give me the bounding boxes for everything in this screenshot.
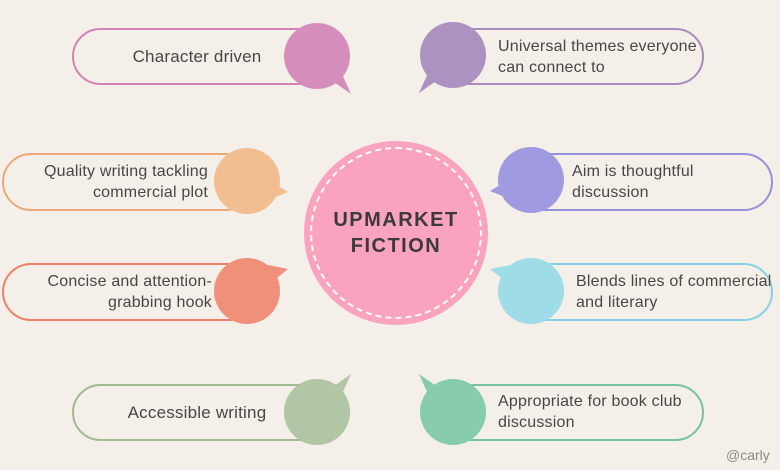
speech-tail-icon [268, 180, 288, 200]
speech-tail-icon [268, 265, 288, 285]
speech-bubble-icon [214, 258, 288, 324]
bubble-blends-commercial-literary: Blends lines of commercial and literary [490, 258, 780, 330]
bubble-label: Universal themes everyone can connect to [498, 38, 697, 76]
speech-tail-icon [331, 374, 351, 394]
speech-tail-icon [490, 179, 510, 199]
bubble-accessible-writing: Accessible writing [72, 374, 351, 451]
bubble-universal-themes: Universal themes everyone can connect to [419, 22, 704, 94]
bubble-label: Quality writing tackling commercial plot [44, 163, 208, 201]
center-title: UPMARKET FICTION [333, 207, 458, 259]
speech-bubble-icon [490, 258, 564, 324]
bubble-label: Appropriate for book club discussion [498, 393, 682, 431]
bubble-label: Accessible writing [127, 403, 267, 422]
speech-bubble-icon [419, 22, 486, 93]
bubble-aim-thoughtful-discussion: Aim is thoughtful discussion [490, 147, 780, 219]
center-title-line2: FICTION [350, 235, 442, 257]
center-topic-circle: UPMARKET FICTION [304, 141, 488, 325]
center-title-line1: UPMARKET [333, 209, 459, 231]
bubble-label: Blends lines of commercial and literary [576, 273, 772, 311]
bubble-concise-hook: Concise and attention-grabbing hook [2, 258, 298, 330]
dashed-ring [310, 147, 482, 319]
bubble-character-driven: Character driven [72, 23, 351, 95]
speech-tail-icon [419, 374, 439, 394]
bubble-label: Character driven [132, 47, 262, 66]
speech-bubble-icon [214, 148, 288, 214]
bubble-quality-writing: Quality writing tackling commercial plot [2, 148, 296, 220]
speech-tail-icon [419, 73, 439, 93]
watermark-credit: @carly [726, 447, 770, 463]
bubble-book-club: Appropriate for book club discussion [419, 374, 704, 451]
bubble-label: Concise and attention-grabbing hook [47, 273, 212, 311]
speech-tail-icon [490, 265, 510, 285]
speech-bubble-icon [490, 147, 564, 213]
speech-bubble-icon [419, 374, 486, 445]
bubble-label: Aim is thoughtful discussion [572, 163, 694, 201]
speech-tail-icon [331, 74, 351, 94]
